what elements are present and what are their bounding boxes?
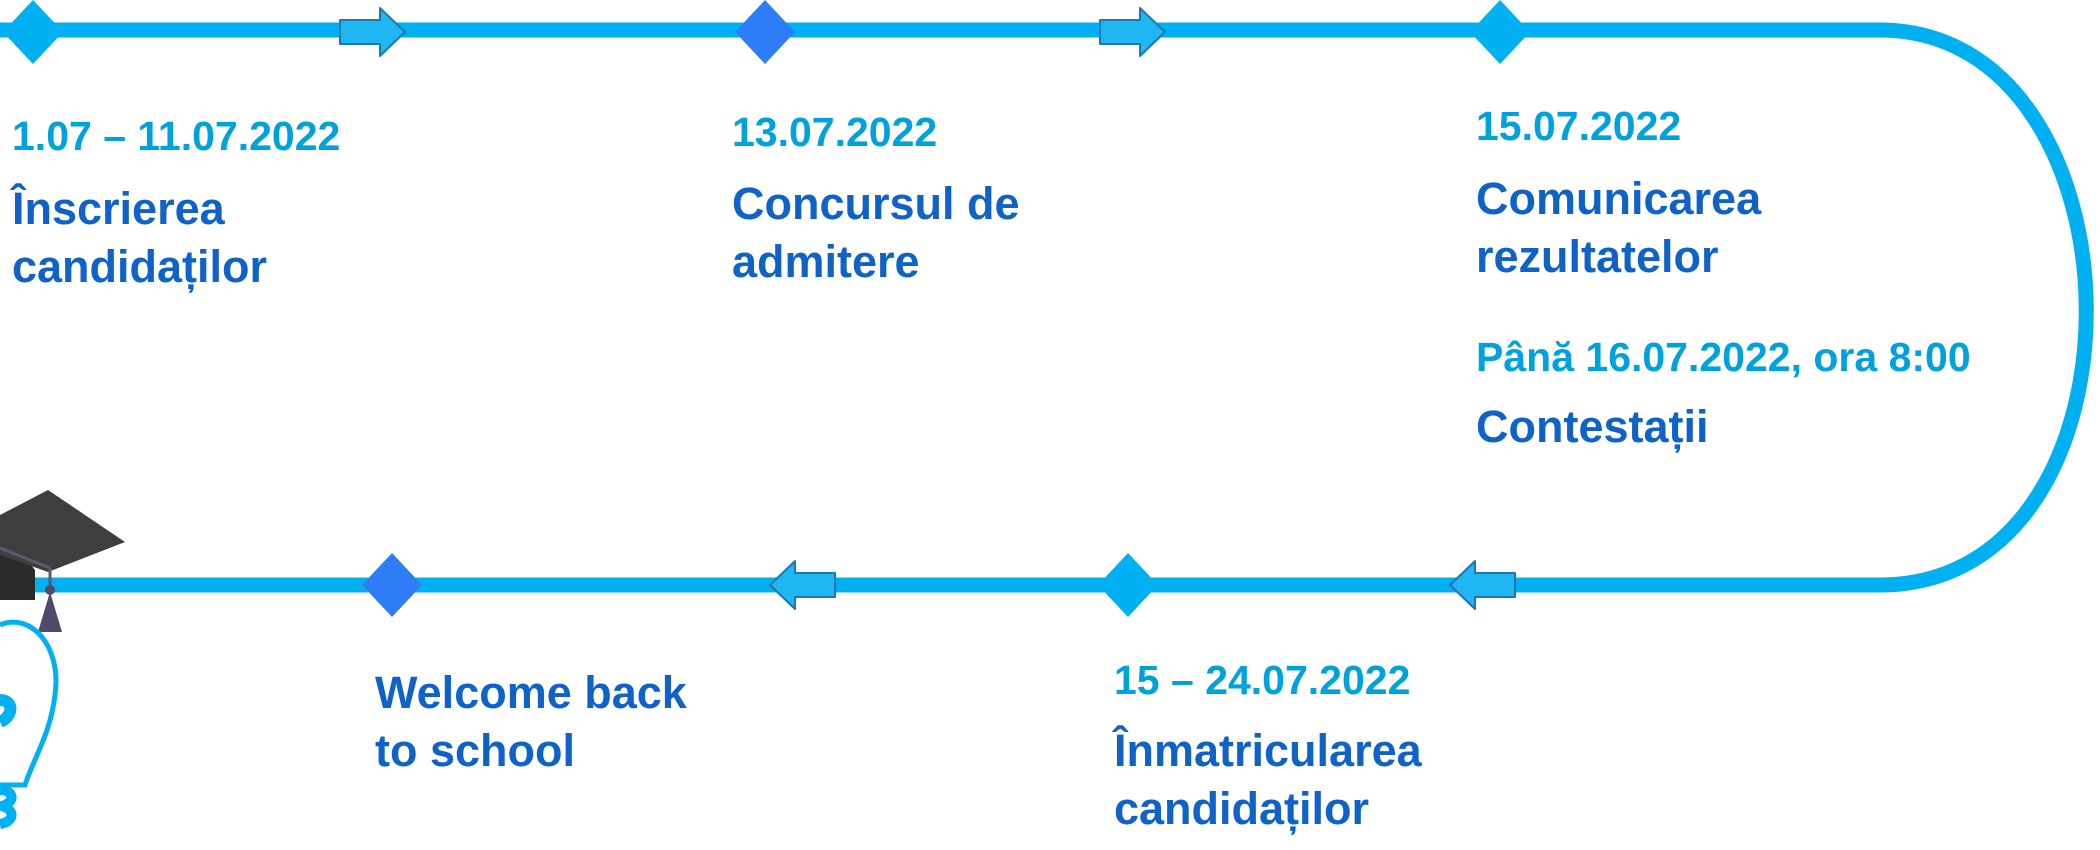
step-4-date: Până 16.07.2022, ora 8:00 [1476, 334, 1971, 380]
arrow-right-2 [1099, 7, 1166, 57]
step-4-title-line-1: Contestații [1476, 401, 1709, 452]
step-5-title-line-2: candidaților [1114, 783, 1370, 834]
step-5-date: 15 – 24.07.2022 [1114, 657, 1411, 703]
arrow-right-1 [339, 7, 406, 57]
step-6-title-line-2: to school [375, 725, 575, 776]
milestone-diamond-3 [1470, 0, 1530, 64]
arrow-left-2 [769, 560, 836, 610]
lightbulb-icon [0, 619, 59, 829]
step-6-title-line-1: Welcome back [375, 667, 687, 718]
step-1-title-line-1: Înscrierea [12, 183, 225, 234]
step-2-date: 13.07.2022 [732, 109, 938, 155]
step-3-title-line-1: Comunicarea [1476, 173, 1762, 224]
step-2-title-line-1: Concursul de [732, 178, 1020, 229]
arrow-left-1 [1449, 560, 1516, 610]
step-1-title-line-2: candidaților [12, 241, 268, 292]
graduation-cap-icon [0, 490, 125, 632]
milestone-diamond-4 [1098, 553, 1158, 617]
step-3-title-line-2: rezultatelor [1476, 231, 1719, 282]
milestone-diamond-2 [735, 0, 795, 64]
step-1-date: 1.07 – 11.07.2022 [12, 113, 341, 159]
milestone-diamond-1 [3, 0, 63, 64]
step-5-title-line-1: Înmatricularea [1114, 725, 1422, 776]
direction-arrows [339, 7, 1516, 610]
milestones [3, 0, 1530, 617]
milestone-diamond-5 [362, 553, 422, 617]
track-return-curve [1879, 22, 2094, 593]
timeline-track [0, 22, 2094, 593]
step-3-date: 15.07.2022 [1476, 103, 1682, 149]
step-2-title-line-2: admitere [732, 236, 920, 287]
